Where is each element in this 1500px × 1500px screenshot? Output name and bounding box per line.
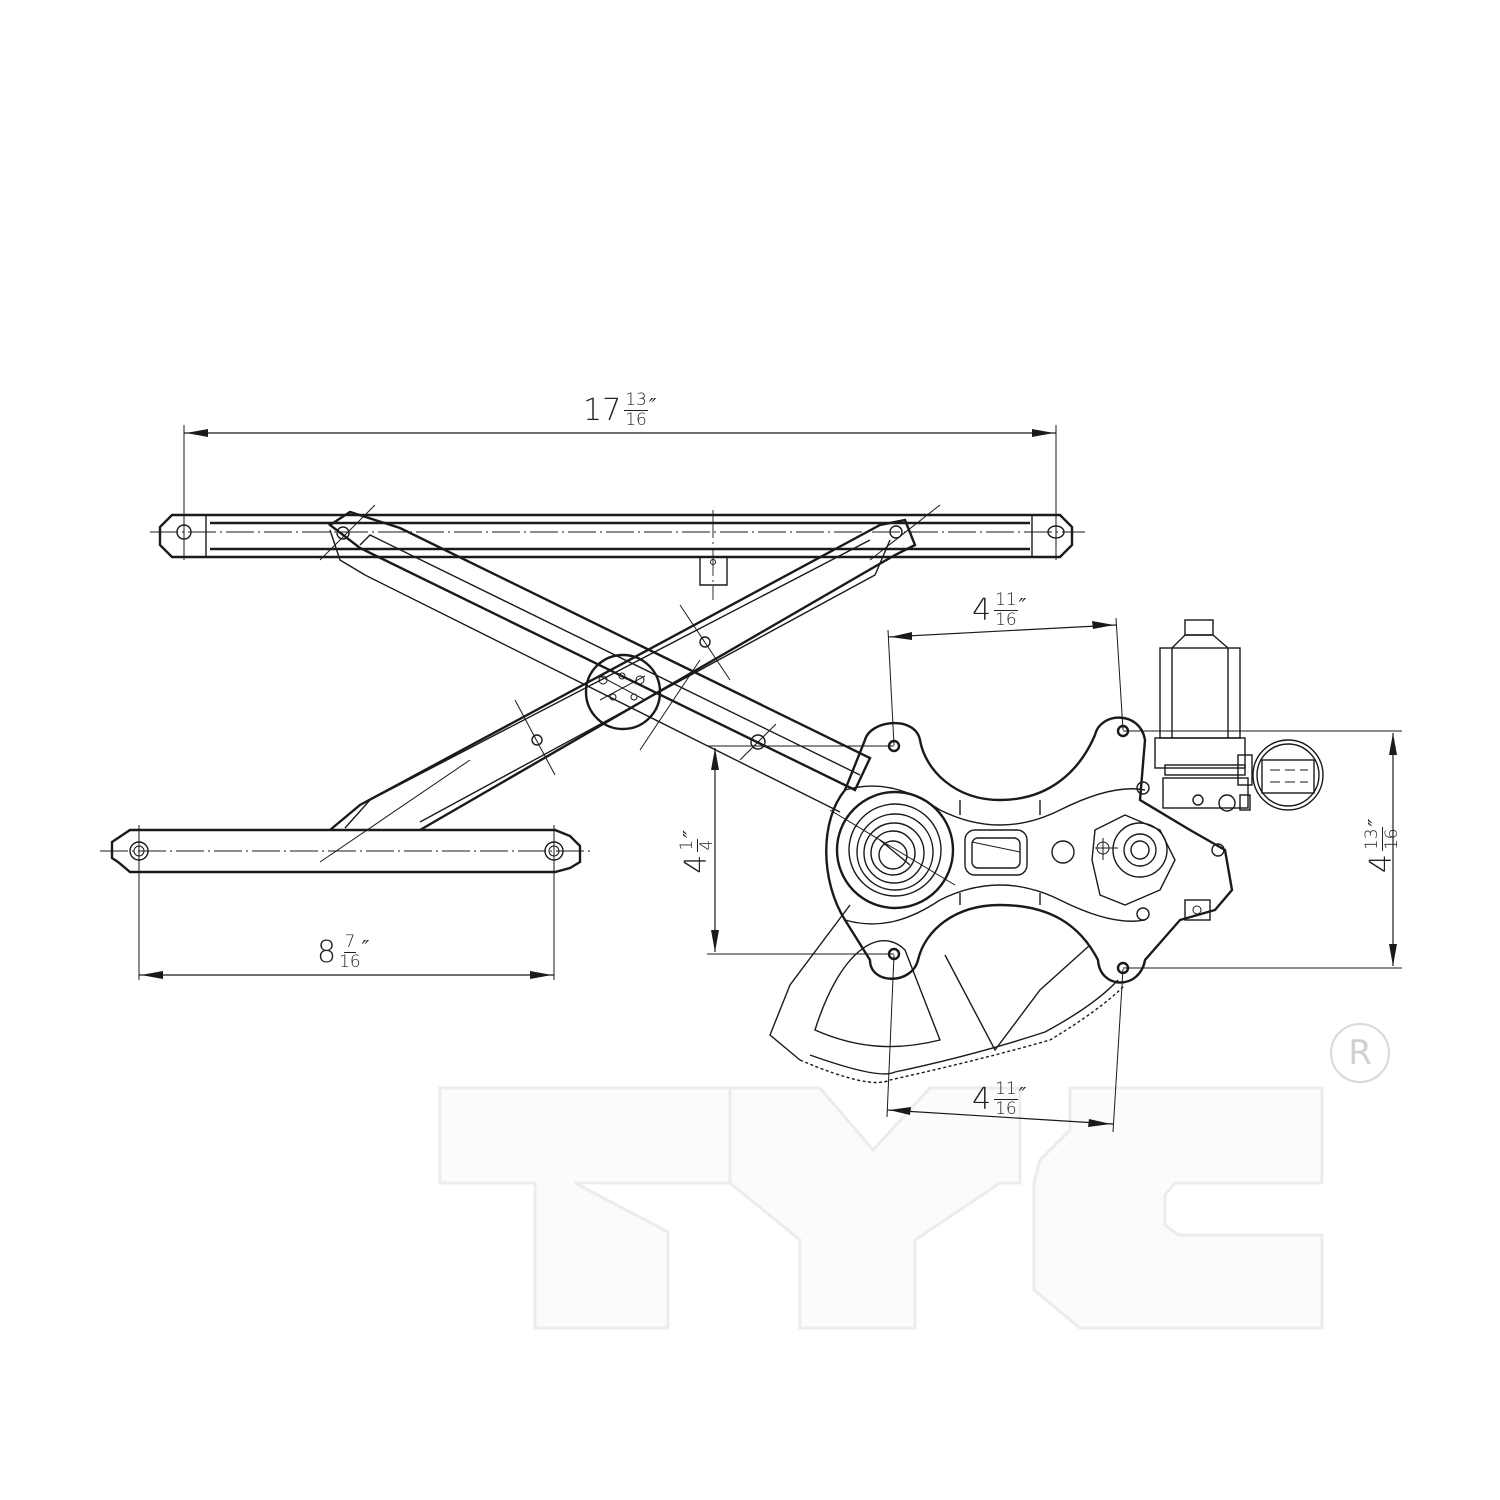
whole-number: 17: [583, 392, 622, 428]
dimension-top-bracket-span: [887, 617, 1124, 746]
fraction: 1 4: [676, 838, 717, 852]
sector-gear: [769, 904, 1126, 1084]
dimension-top-rail: [183, 425, 1057, 505]
regulator-base-plate: [825, 716, 1234, 984]
bottom-guide-rail: [100, 825, 590, 980]
inch-mark: ″: [648, 394, 657, 418]
lift-arm-secondary: [319, 504, 941, 863]
registered-trademark-icon: R: [1330, 1023, 1390, 1083]
dimension-bottom-bracket-span: [886, 954, 1124, 1133]
tyc-watermark-logo: [438, 1086, 1324, 1330]
fraction: 13 16: [624, 390, 648, 430]
fraction: 7 16: [339, 932, 361, 972]
dimension-right-vertical: [1123, 730, 1402, 969]
electrical-connector: [1252, 739, 1324, 811]
fraction: 11 16: [994, 1079, 1018, 1119]
lift-arm-primary: [319, 504, 872, 813]
dimension-left-vertical: [707, 745, 894, 955]
window-motor: [1154, 619, 1253, 921]
label-bottom-rail-length: 8 7 16 ″: [317, 932, 370, 972]
label-top-rail-length: 17 13 16 ″: [583, 392, 656, 429]
fraction: 11 16: [994, 590, 1018, 630]
label-right-vertical: 4 13 16 ″: [1361, 818, 1402, 874]
fraction: 13 16: [1361, 827, 1402, 852]
dimension-bottom-rail: [139, 971, 554, 979]
label-left-vertical: 4 1 4 ″: [676, 830, 717, 874]
scissor-pivot-joint: [584, 653, 662, 731]
top-guide-rail: [150, 505, 1085, 600]
label-bottom-bracket-span: 4 11 16 ″: [972, 1079, 1027, 1119]
label-top-bracket-span: 4 11 16 ″: [972, 590, 1027, 630]
